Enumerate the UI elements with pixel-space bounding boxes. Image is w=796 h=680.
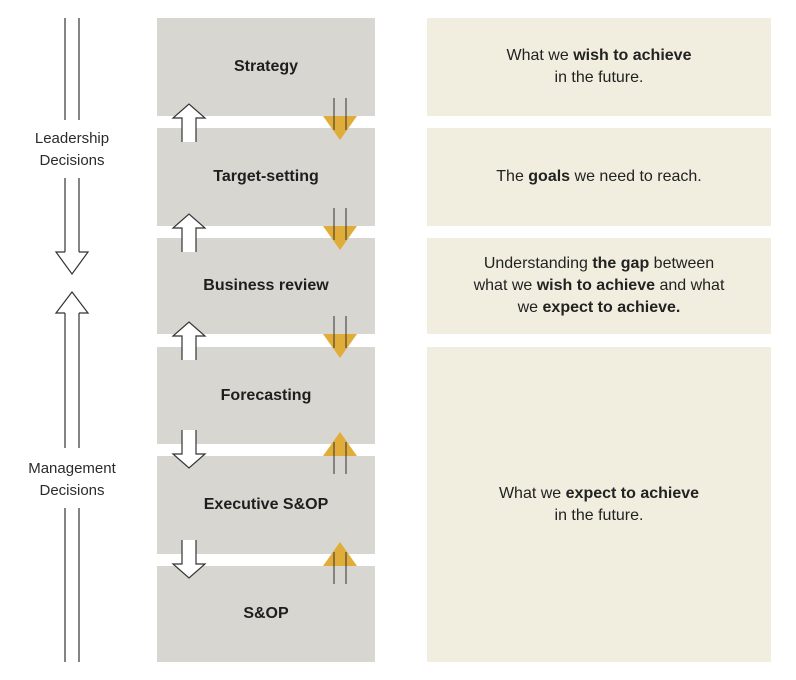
desc-text: we need to reach. xyxy=(570,168,702,185)
desc-wish-future: What we wish to achieve in the future. xyxy=(427,18,771,116)
desc-text: and what xyxy=(655,277,725,294)
desc-text: What we xyxy=(498,484,566,502)
down-arrow-icon xyxy=(323,316,357,358)
level-target-setting: Target-setting xyxy=(157,128,375,226)
desc-emphasis: goals xyxy=(528,168,571,185)
up-arrow-icon xyxy=(171,321,207,360)
desc-text: between xyxy=(649,255,715,272)
desc-line: we expect to achieve. xyxy=(474,297,725,319)
desc-text: Understanding xyxy=(483,255,593,272)
desc-text: The xyxy=(496,168,529,185)
desc-line: in the future. xyxy=(507,67,692,89)
desc-line: in the future. xyxy=(499,505,699,527)
desc-emphasis: the gap xyxy=(592,255,650,272)
up-arrow-icon xyxy=(54,291,90,448)
desc-text: in the future. xyxy=(554,506,644,524)
desc-goals: The goals we need to reach. xyxy=(427,128,771,226)
desc-line: What we wish to achieve xyxy=(507,45,692,67)
level-business-review: Business review xyxy=(157,238,375,334)
level-sop: S&OP xyxy=(157,566,375,662)
desc-text: we xyxy=(517,299,543,316)
desc-text: What we xyxy=(506,47,574,64)
level-strategy: Strategy xyxy=(157,18,375,116)
desc-line: Understanding the gap between xyxy=(474,253,725,275)
level-executive-sop: Executive S&OP xyxy=(157,456,375,554)
desc-text: what we xyxy=(473,277,537,294)
down-arrow-icon xyxy=(171,430,207,469)
up-arrow-icon xyxy=(171,213,207,252)
up-arrow-icon xyxy=(323,432,357,474)
down-arrow-icon xyxy=(54,178,90,276)
down-arrow-icon xyxy=(323,208,357,250)
desc-line: The goals we need to reach. xyxy=(496,166,701,188)
desc-emphasis: wish to achieve xyxy=(573,47,692,64)
level-forecasting: Forecasting xyxy=(157,347,375,444)
desc-line: What we expect to achieve xyxy=(499,483,699,505)
desc-emphasis: wish to achieve xyxy=(536,277,655,294)
leadership-decisions-label: Leadership Decisions xyxy=(34,130,110,169)
management-decisions-label: Management Decisions xyxy=(28,460,116,499)
desc-emphasis: expect to achieve. xyxy=(542,299,681,316)
desc-text: in the future. xyxy=(554,69,644,86)
up-arrow-icon xyxy=(171,103,207,142)
up-arrow-icon xyxy=(323,542,357,584)
down-arrow-icon xyxy=(323,98,357,140)
down-arrow-icon xyxy=(171,540,207,579)
desc-emphasis: expect to achieve xyxy=(565,484,700,502)
desc-line: what we wish to achieve and what xyxy=(474,275,725,297)
